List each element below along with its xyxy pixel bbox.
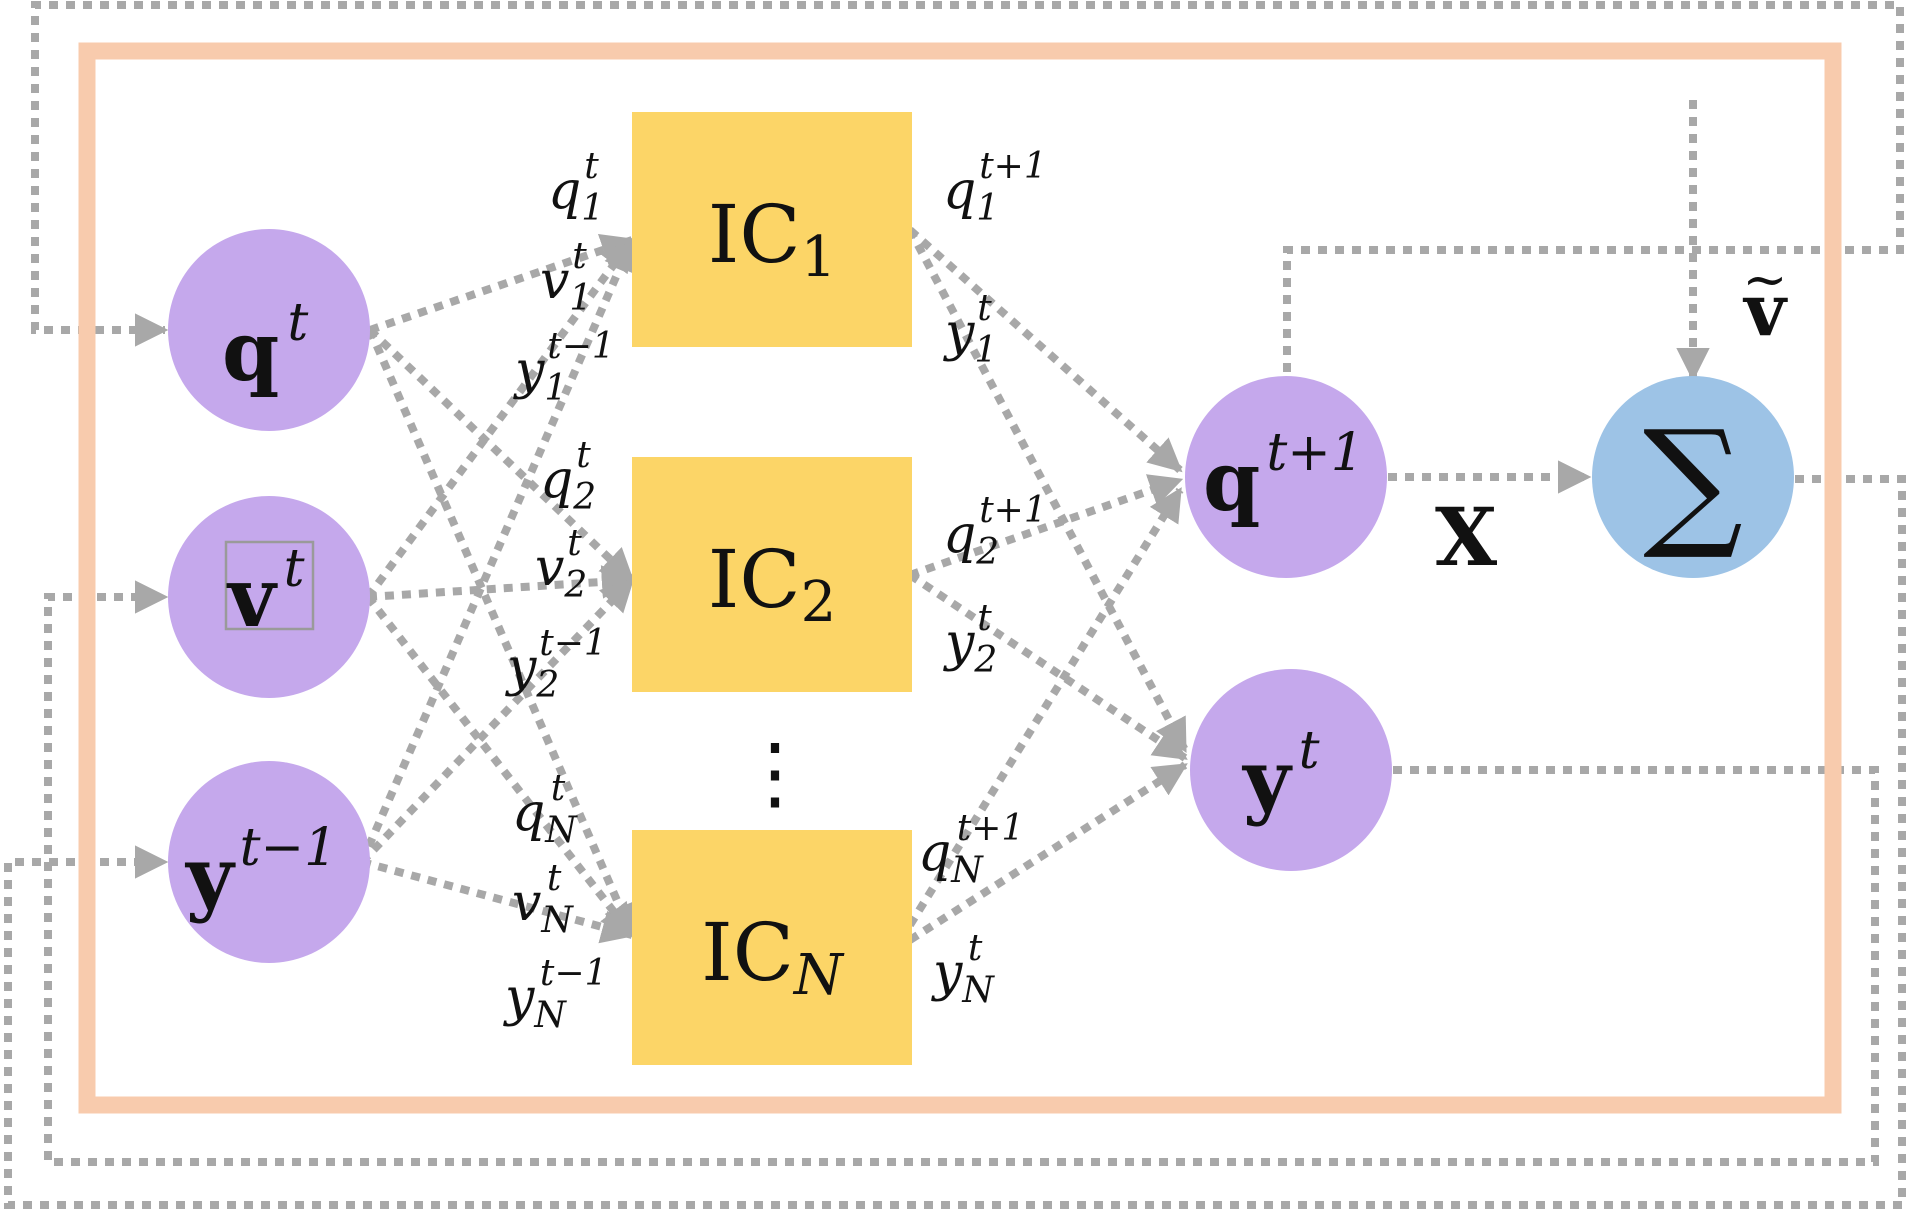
yprev-to-ic2 — [359, 577, 635, 865]
ic2-to-y — [907, 571, 1188, 762]
ic-layer-frame — [78, 42, 1842, 1114]
ic-ellipsis: ⋮ — [735, 726, 815, 819]
icn-to-y — [907, 761, 1188, 944]
v-tilde-label: v ~ — [1742, 248, 1788, 352]
q-to-icn — [366, 328, 636, 939]
feedback-loops — [4, 1, 1906, 1209]
ic-box-2 — [632, 457, 912, 692]
node-v — [168, 496, 370, 698]
node-sum-symbol: ∑ — [1643, 401, 1743, 564]
q-feedback-loop — [31, 1, 1904, 372]
label-q2-t: q2t — [540, 435, 596, 518]
input-edge-labels: q1t v1t y1t−1 q2t v2t y2t−1 qNt vNt yNt−… — [503, 146, 615, 1036]
y-feedback-loop — [44, 580, 1879, 1166]
ic1-to-y — [906, 228, 1189, 753]
ic-boxes: IC1 IC2 ICN ⋮ — [632, 112, 912, 1065]
ic-box-1 — [632, 112, 912, 347]
label-v1-t: v1t — [540, 236, 592, 319]
q-to-ic1 — [368, 233, 636, 334]
yprev-to-icn — [360, 858, 636, 944]
v-to-icn — [364, 594, 636, 938]
node-sum — [1592, 376, 1794, 578]
v-tilde-base: v — [1742, 267, 1788, 352]
label-q2-tp1: q2t+1 — [943, 490, 1047, 573]
output-edge-labels: q1t+1 y1t q2t+1 y2t qNt+1 yNt — [918, 146, 1047, 1011]
node-q-next — [1185, 376, 1387, 578]
v-feedback-loop — [4, 475, 1906, 1209]
ic-box-n — [632, 830, 912, 1065]
v-tilde-accent: ~ — [1742, 248, 1787, 311]
ic2-to-qnext — [908, 474, 1184, 579]
ic-box-1-label: IC1 — [708, 188, 836, 290]
label-y1-tm1: y1t−1 — [513, 326, 615, 409]
v-to-ic1 — [364, 237, 636, 600]
label-y2-tm1: y2t−1 — [505, 623, 607, 706]
output-connections — [906, 227, 1592, 944]
label-yN-tm1: yNt−1 — [503, 953, 607, 1036]
icn-to-qnext — [906, 487, 1184, 928]
label-y2-t: y2t — [943, 598, 997, 681]
label-vN-t: vNt — [512, 858, 574, 941]
label-qN-t: qNt — [512, 768, 578, 851]
label-v2-t: v2t — [535, 523, 587, 606]
ic-box-2-label: IC2 — [708, 533, 836, 635]
node-y — [1190, 669, 1392, 871]
input-connections — [358, 233, 636, 944]
label-qN-tp1: qNt+1 — [918, 808, 1024, 891]
node-v-selection-box — [224, 540, 315, 631]
label-y1-t: y1t — [943, 288, 997, 371]
v-to-ic2 — [367, 565, 636, 601]
x-matrix-label: X — [1435, 490, 1497, 584]
label-yN-t: yNt — [931, 928, 995, 1011]
ic-box-n-label: ICN — [701, 906, 845, 1008]
label-q1-t: q1t — [548, 146, 604, 229]
node-y-prev — [168, 761, 370, 963]
yprev-to-ic1 — [358, 236, 636, 864]
label-q1-tp1: q1t+1 — [943, 146, 1047, 229]
node-q — [168, 229, 370, 431]
